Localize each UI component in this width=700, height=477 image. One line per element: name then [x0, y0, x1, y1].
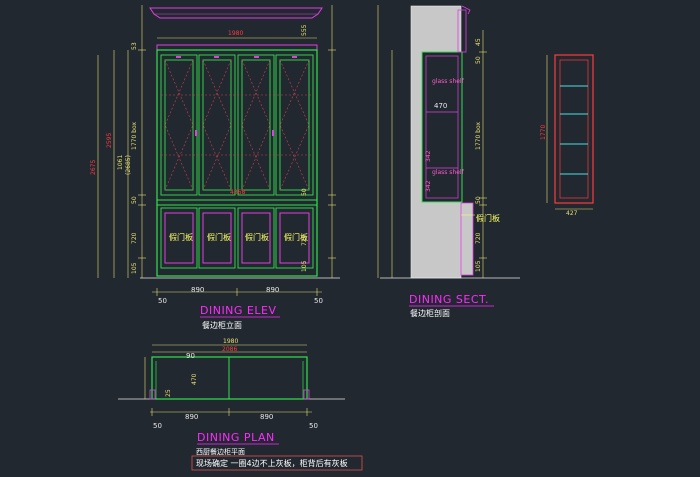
dim-555: 555 [301, 24, 308, 36]
section-342-b: 342 [425, 180, 432, 192]
section-subtitle: 餐边柜剖面 [410, 308, 450, 318]
plan-subtitle: 西厨餐边柜平面 [196, 447, 245, 456]
plan-note-box [191, 455, 363, 471]
section-title: DINING SECT. [409, 293, 489, 306]
side-detail: 1770 427 [540, 54, 594, 217]
dim-2685: (2685) [125, 155, 132, 175]
plan-note: 现场确定 一圈4边不上灰板，柜背后有灰板 [196, 458, 348, 468]
section-dim-chain [479, 30, 487, 278]
glass-shelf-2: glass shelf [432, 169, 465, 176]
elevation-title: DINING ELEV [200, 304, 277, 317]
dim-720-left: 720 [131, 232, 138, 244]
section-base [460, 202, 474, 276]
door-handles [176, 56, 297, 136]
dim-bottom-50-right: 50 [314, 297, 323, 305]
dim-1770-left: 1770 box [131, 122, 138, 150]
left-dim-chains [97, 5, 146, 278]
cabinet-outline [156, 49, 318, 277]
section-470: 470 [434, 102, 447, 110]
dim-bottom-890-right: 890 [266, 286, 279, 294]
section-dim-50: 50 [475, 196, 482, 204]
shelf-label: 4368 [230, 189, 245, 196]
dim-bottom-890-left: 890 [191, 286, 204, 294]
dim-50-right: 50 [301, 188, 308, 196]
section-panel-label: 假门板 [476, 213, 500, 223]
dim-50-left: 50 [131, 196, 138, 204]
section-342-a: 342 [425, 150, 432, 162]
section-cavity [421, 51, 463, 203]
panel-label-1: 假门板 [169, 232, 193, 242]
section-dim-1770: 1770 box [475, 122, 482, 150]
glass-pattern [161, 59, 313, 191]
dim-bottom-50-left: 50 [158, 297, 167, 305]
plan-dim-90: 90 [186, 352, 195, 360]
plan-dim-25: 25 [165, 389, 172, 397]
lower-doors: 假门板 假门板 假门板 假门板 [160, 207, 314, 269]
section-dim-720: 720 [475, 232, 482, 244]
section-dim-105: 105 [475, 260, 482, 272]
right-dim-chain [328, 5, 336, 278]
plan-view: 1980 2086 90 470 25 50 890 890 50 DINING… [118, 338, 363, 471]
panel-label-3: 假门板 [245, 232, 269, 242]
panel-label-2: 假门板 [207, 232, 231, 242]
plan-dim-890-left: 890 [185, 413, 198, 421]
dim-105-right: 105 [301, 260, 308, 272]
side-detail-width: 427 [566, 210, 578, 217]
side-detail-shelves [560, 85, 588, 175]
glass-shelf-1: glass shelf [432, 78, 465, 85]
plan-dim-50-right: 50 [309, 422, 318, 430]
plan-dim-50-left: 50 [153, 422, 162, 430]
dim-105-left: 105 [131, 262, 138, 274]
elevation-subtitle: 餐边柜立面 [202, 320, 242, 330]
plan-dim-890-right: 890 [260, 413, 273, 421]
section-shelves [426, 111, 458, 169]
dim-720-right: 720 [301, 234, 308, 246]
dim-53: 53 [131, 42, 138, 50]
dim-1061: 1061 [117, 155, 124, 170]
bottom-dim-chain [152, 288, 322, 296]
plan-title: DINING PLAN [197, 431, 275, 444]
side-detail-height: 1770 [540, 125, 547, 140]
section-dim-45: 45 [475, 38, 482, 46]
section-dim-50-top: 50 [475, 56, 482, 64]
top-dim: 1980 [228, 30, 243, 37]
dim-2595: 2595 [106, 133, 113, 148]
panel-label-4: 假门板 [284, 232, 308, 242]
section-view: glass shelf glass shelf 470 342 342 假门板 … [377, 5, 520, 318]
plan-dim-470: 470 [191, 373, 198, 385]
upper-glass-doors [160, 54, 314, 196]
dim-2675: 2675 [90, 160, 97, 175]
plan-top-dim-1: 1980 [223, 338, 238, 345]
elevation-view: 4368 假门板 假门板 假门板 假门板 1980 [90, 5, 340, 330]
plan-top-dim-2: 2086 [222, 346, 237, 353]
